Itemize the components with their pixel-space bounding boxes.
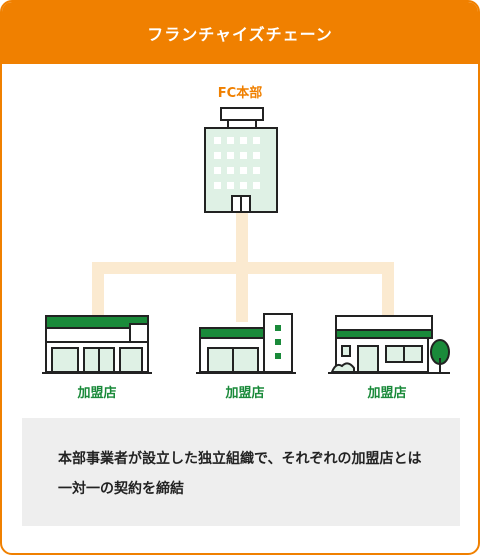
description-text: 本部事業者が設立した独立組織で、それぞれの加盟店とは一対一の契約を締結 <box>58 451 422 497</box>
connector-lines <box>92 208 394 322</box>
card-header: フランチャイズチェーン <box>2 2 478 64</box>
store-label-3: 加盟店 <box>367 386 407 401</box>
description-box: 本部事業者が設立した独立組織で、それぞれの加盟店とは一対一の契約を締結 <box>22 418 460 526</box>
hq-building-icon <box>204 107 278 213</box>
hq-label: FC本部 <box>217 86 263 101</box>
store-label-1: 加盟店 <box>77 386 117 401</box>
store-2-icon <box>196 313 296 374</box>
store-3-icon <box>328 315 450 374</box>
header-title: フランチャイズチェーン <box>147 25 333 44</box>
store-label-2: 加盟店 <box>225 386 265 401</box>
store-1-icon <box>42 315 152 374</box>
